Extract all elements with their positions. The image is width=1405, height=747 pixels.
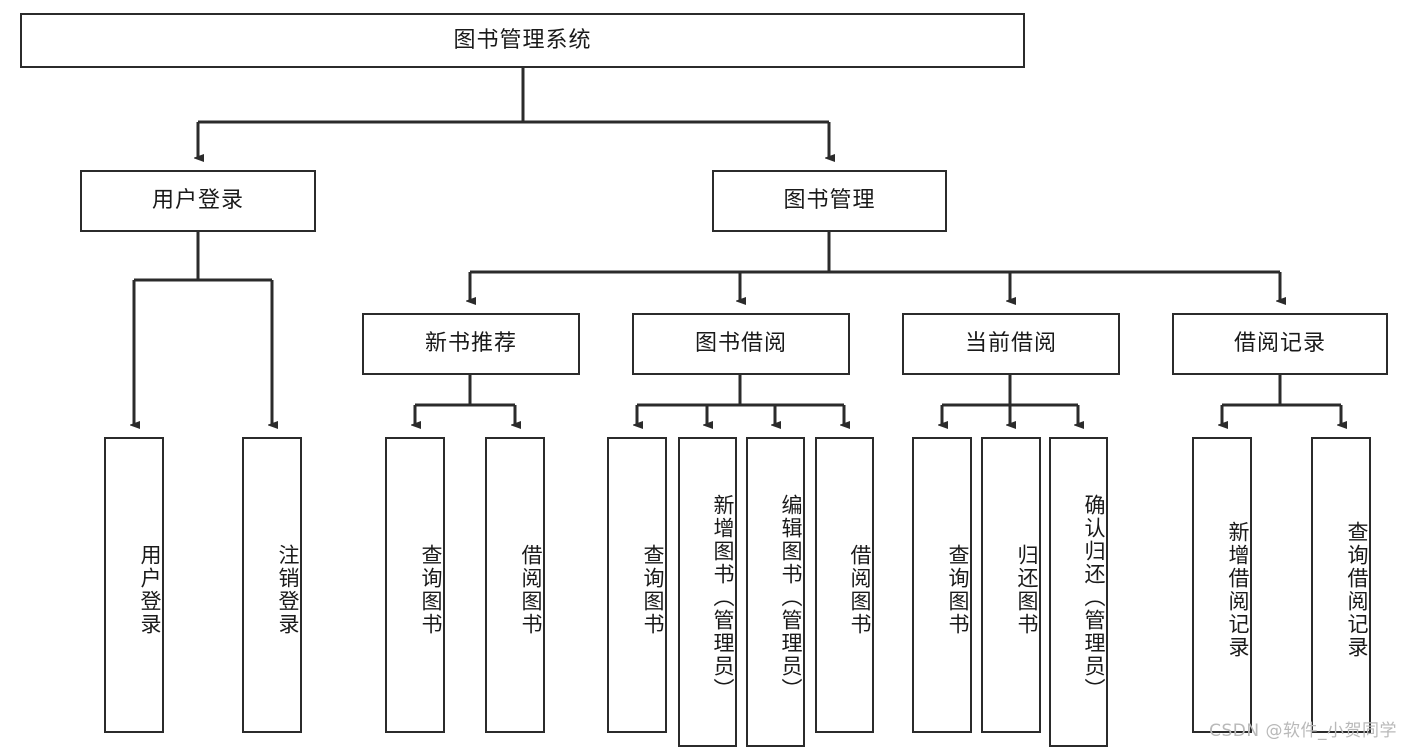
node-book-management-label: 图书管理 <box>783 188 876 214</box>
csdn-watermark: CSDN @软件_小贺同学 <box>1209 721 1397 741</box>
leaf-new-book-query-label: 查询图书 <box>419 544 443 636</box>
leaf-user-login-signin-label: 用户登录 <box>138 544 162 636</box>
leaf-borrow-record-add[interactable]: 新增借阅记录 <box>1192 437 1252 733</box>
leaf-current-borrow-query-label: 查询图书 <box>946 544 970 636</box>
leaf-borrow-record-query[interactable]: 查询借阅记录 <box>1311 437 1371 733</box>
leaf-book-borrow-add-label: 新增图书（管理员） <box>711 493 735 701</box>
leaf-current-borrow-confirm-label: 确认归还（管理员） <box>1082 493 1106 701</box>
node-root[interactable]: 图书管理系统 <box>20 13 1025 68</box>
node-user-login[interactable]: 用户登录 <box>80 170 316 232</box>
leaf-book-borrow-query-label: 查询图书 <box>641 544 665 636</box>
leaf-book-borrow-edit-label: 编辑图书（管理员） <box>779 493 803 701</box>
leaf-book-borrow-borrow-label: 借阅图书 <box>848 544 872 636</box>
leaf-book-borrow-add[interactable]: 新增图书（管理员） <box>678 437 737 747</box>
leaf-user-login-signout[interactable]: 注销登录 <box>242 437 302 733</box>
leaf-current-borrow-confirm[interactable]: 确认归还（管理员） <box>1049 437 1108 747</box>
node-user-login-label: 用户登录 <box>151 188 244 214</box>
leaf-borrow-record-query-label: 查询借阅记录 <box>1345 521 1369 659</box>
node-root-label: 图书管理系统 <box>453 27 592 53</box>
leaf-new-book-borrow[interactable]: 借阅图书 <box>485 437 545 733</box>
leaf-new-book-borrow-label: 借阅图书 <box>519 544 543 636</box>
leaf-current-borrow-return-label: 归还图书 <box>1015 544 1039 636</box>
node-book-borrow[interactable]: 图书借阅 <box>632 313 850 375</box>
leaf-new-book-query[interactable]: 查询图书 <box>385 437 445 733</box>
node-borrow-record[interactable]: 借阅记录 <box>1172 313 1388 375</box>
leaf-user-login-signout-label: 注销登录 <box>276 544 300 636</box>
leaf-borrow-record-add-label: 新增借阅记录 <box>1226 521 1250 659</box>
leaf-book-borrow-query[interactable]: 查询图书 <box>607 437 667 733</box>
leaf-current-borrow-return[interactable]: 归还图书 <box>981 437 1041 733</box>
node-new-book-recommend[interactable]: 新书推荐 <box>362 313 580 375</box>
node-book-management[interactable]: 图书管理 <box>712 170 947 232</box>
leaf-book-borrow-edit[interactable]: 编辑图书（管理员） <box>746 437 805 747</box>
leaf-user-login-signin[interactable]: 用户登录 <box>104 437 164 733</box>
node-current-borrow-label: 当前借阅 <box>964 331 1057 357</box>
node-current-borrow[interactable]: 当前借阅 <box>902 313 1120 375</box>
node-new-book-recommend-label: 新书推荐 <box>424 331 517 357</box>
leaf-book-borrow-borrow[interactable]: 借阅图书 <box>815 437 874 733</box>
leaf-current-borrow-query[interactable]: 查询图书 <box>912 437 972 733</box>
node-book-borrow-label: 图书借阅 <box>694 331 787 357</box>
node-borrow-record-label: 借阅记录 <box>1233 331 1326 357</box>
